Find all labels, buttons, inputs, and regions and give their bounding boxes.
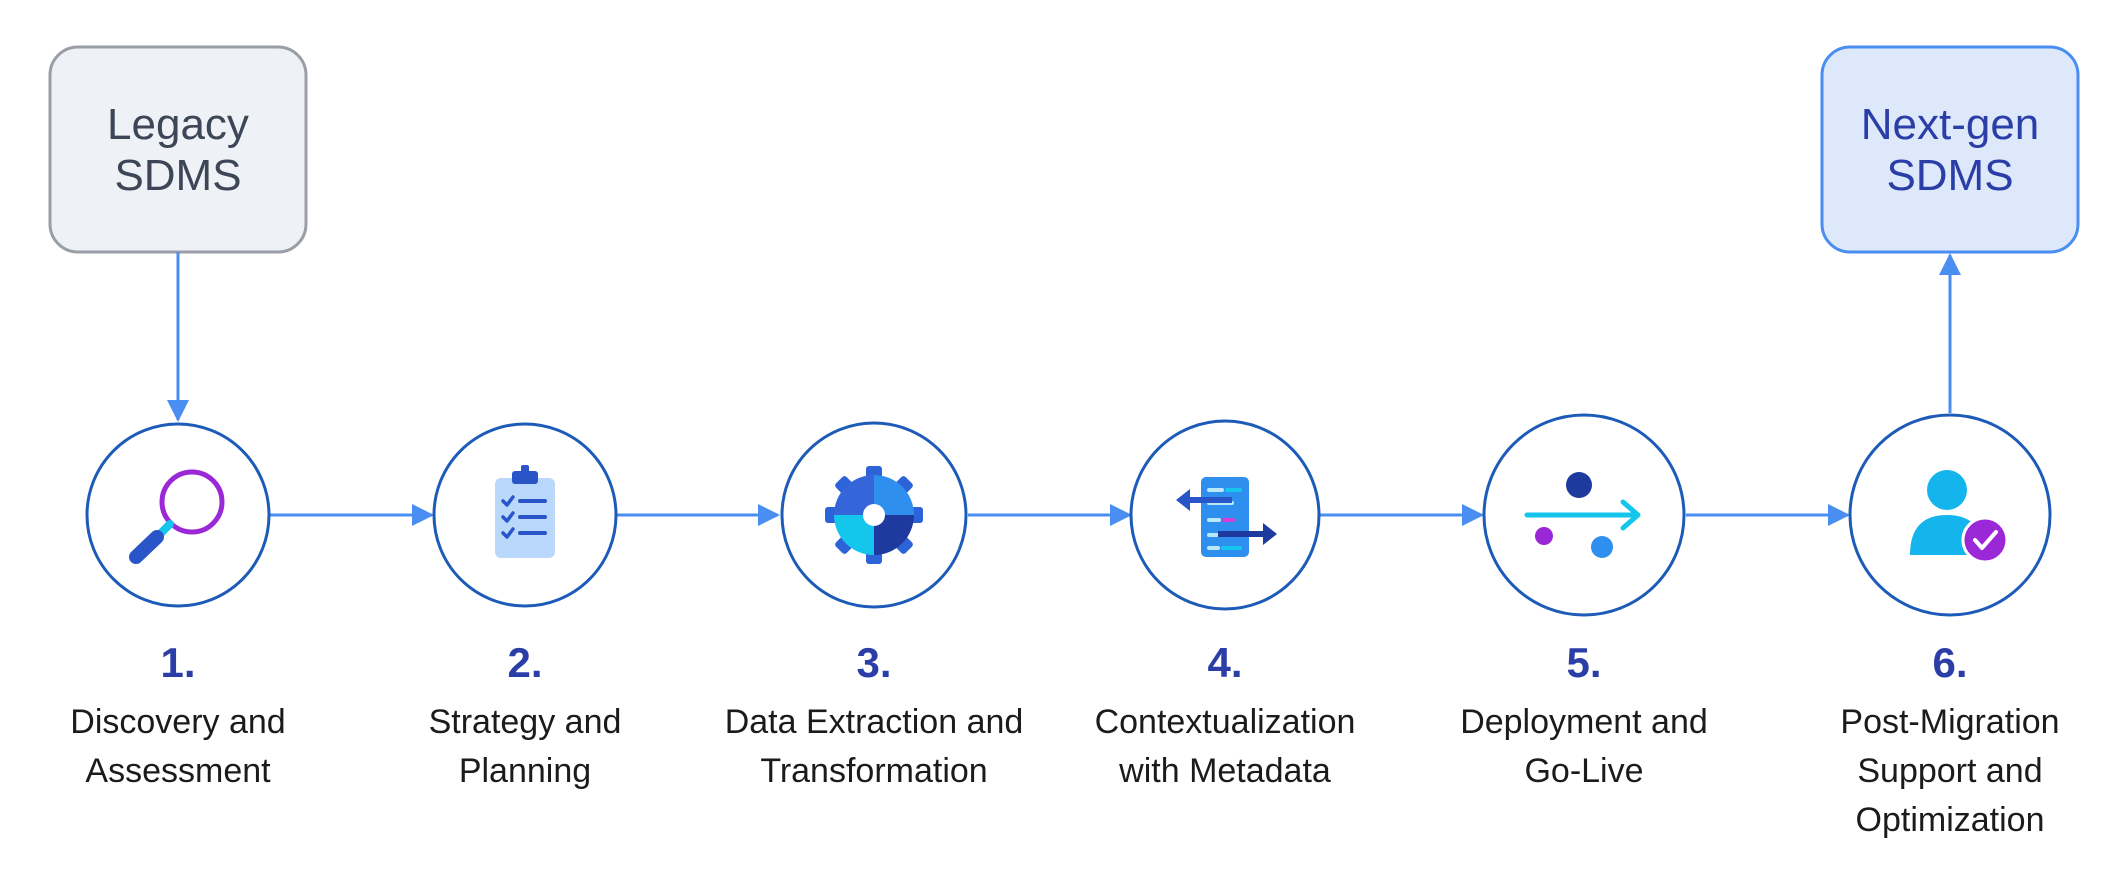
step-2-label-line2: Planning [459,752,591,790]
step-4-number: 4. [1207,639,1242,686]
step-1-label-line2: Assessment [85,752,271,790]
magnifier-icon [129,469,225,564]
next-gen-sdms-label-line2: SDMS [1886,151,2013,200]
step-6-number: 6. [1932,639,1967,686]
deploy-dots-arrow-icon [1524,472,1641,558]
next-gen-sdms-box: Next-gen SDMS [1820,45,2080,254]
step-4: 4. Contextualization with Metadata [1095,419,1356,790]
step-2: 2. Strategy and Planning [429,422,622,790]
step-2-number: 2. [507,639,542,686]
step-6-label-line1: Post-Migration [1840,703,2059,741]
legacy-sdms-box: Legacy SDMS [48,45,308,254]
step-3-label-line1: Data Extraction and [725,703,1024,741]
step-3-number: 3. [856,639,891,686]
step-2-label-line1: Strategy and [429,703,622,741]
step-5: 5. Deployment and Go-Live [1460,413,1708,790]
step-3-label-line2: Transformation [760,752,987,790]
step-6: 6. Post-Migration Support and Optimizati… [1840,413,2060,839]
metadata-exchange-icon [1176,477,1277,557]
step-5-label-line2: Go-Live [1524,752,1643,790]
step-5-number: 5. [1566,639,1601,686]
step-5-label-line1: Deployment and [1460,703,1708,741]
step-1-number: 1. [160,639,195,686]
puzzle-gear-icon [825,466,923,564]
legacy-sdms-label-line2: SDMS [114,151,241,200]
step-1-label-line1: Discovery and [70,703,285,741]
clipboard-checklist-icon [495,465,555,558]
step-4-label-line1: Contextualization [1095,703,1356,741]
step-1: 1. Discovery and Assessment [70,422,286,790]
step-4-label-line2: with Metadata [1118,752,1331,790]
next-gen-sdms-label-line1: Next-gen [1861,100,2040,149]
step-6-label-line3: Optimization [1856,801,2045,839]
step-3: 3. Data Extraction and Transformation [725,421,1024,790]
user-check-icon [1910,470,2009,564]
legacy-sdms-label-line1: Legacy [107,100,249,149]
step-6-label-line2: Support and [1857,752,2042,790]
